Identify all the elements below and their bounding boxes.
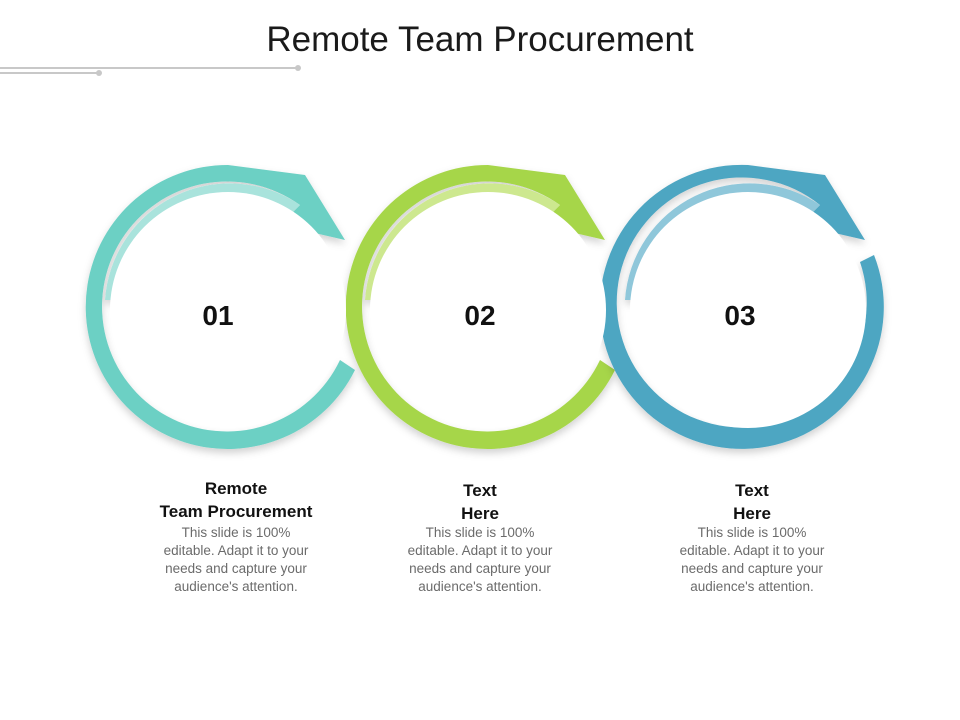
circular-arrow-2 — [345, 164, 615, 449]
step-body-2: This slide is 100% editable. Adapt it to… — [407, 525, 553, 594]
step-heading-2-line-2: Here — [461, 504, 499, 523]
step-heading-2-line-1: Text — [463, 481, 497, 500]
step-heading-1-line-1: Remote — [204, 479, 268, 498]
step-heading-1-line-2: Team Procurement — [159, 502, 313, 521]
step-heading-3-line-1: Text — [735, 481, 769, 500]
step-body-3: This slide is 100% editable. Adapt it to… — [679, 525, 825, 594]
step-number-2: 02 — [464, 300, 496, 331]
step-number-3: 03 — [724, 300, 756, 331]
slide-title: Remote Team Procurement — [266, 20, 694, 59]
step-heading-3: Text Here — [652, 479, 852, 525]
inner-circle-3 — [630, 192, 866, 428]
circular-arrow-1 — [85, 164, 355, 449]
step-body-1: This slide is 100% editable. Adapt it to… — [163, 525, 309, 594]
step-number-1: 01 — [202, 300, 234, 331]
step-heading-2: Text Here — [380, 479, 580, 525]
step-heading-1: Remote Team Procurement — [136, 477, 336, 523]
circular-arrow-3 — [599, 164, 884, 449]
inner-circle-2 — [370, 192, 606, 428]
decorative-line — [0, 65, 301, 76]
inner-circle-1 — [110, 192, 346, 428]
step-heading-3-line-2: Here — [733, 504, 771, 523]
